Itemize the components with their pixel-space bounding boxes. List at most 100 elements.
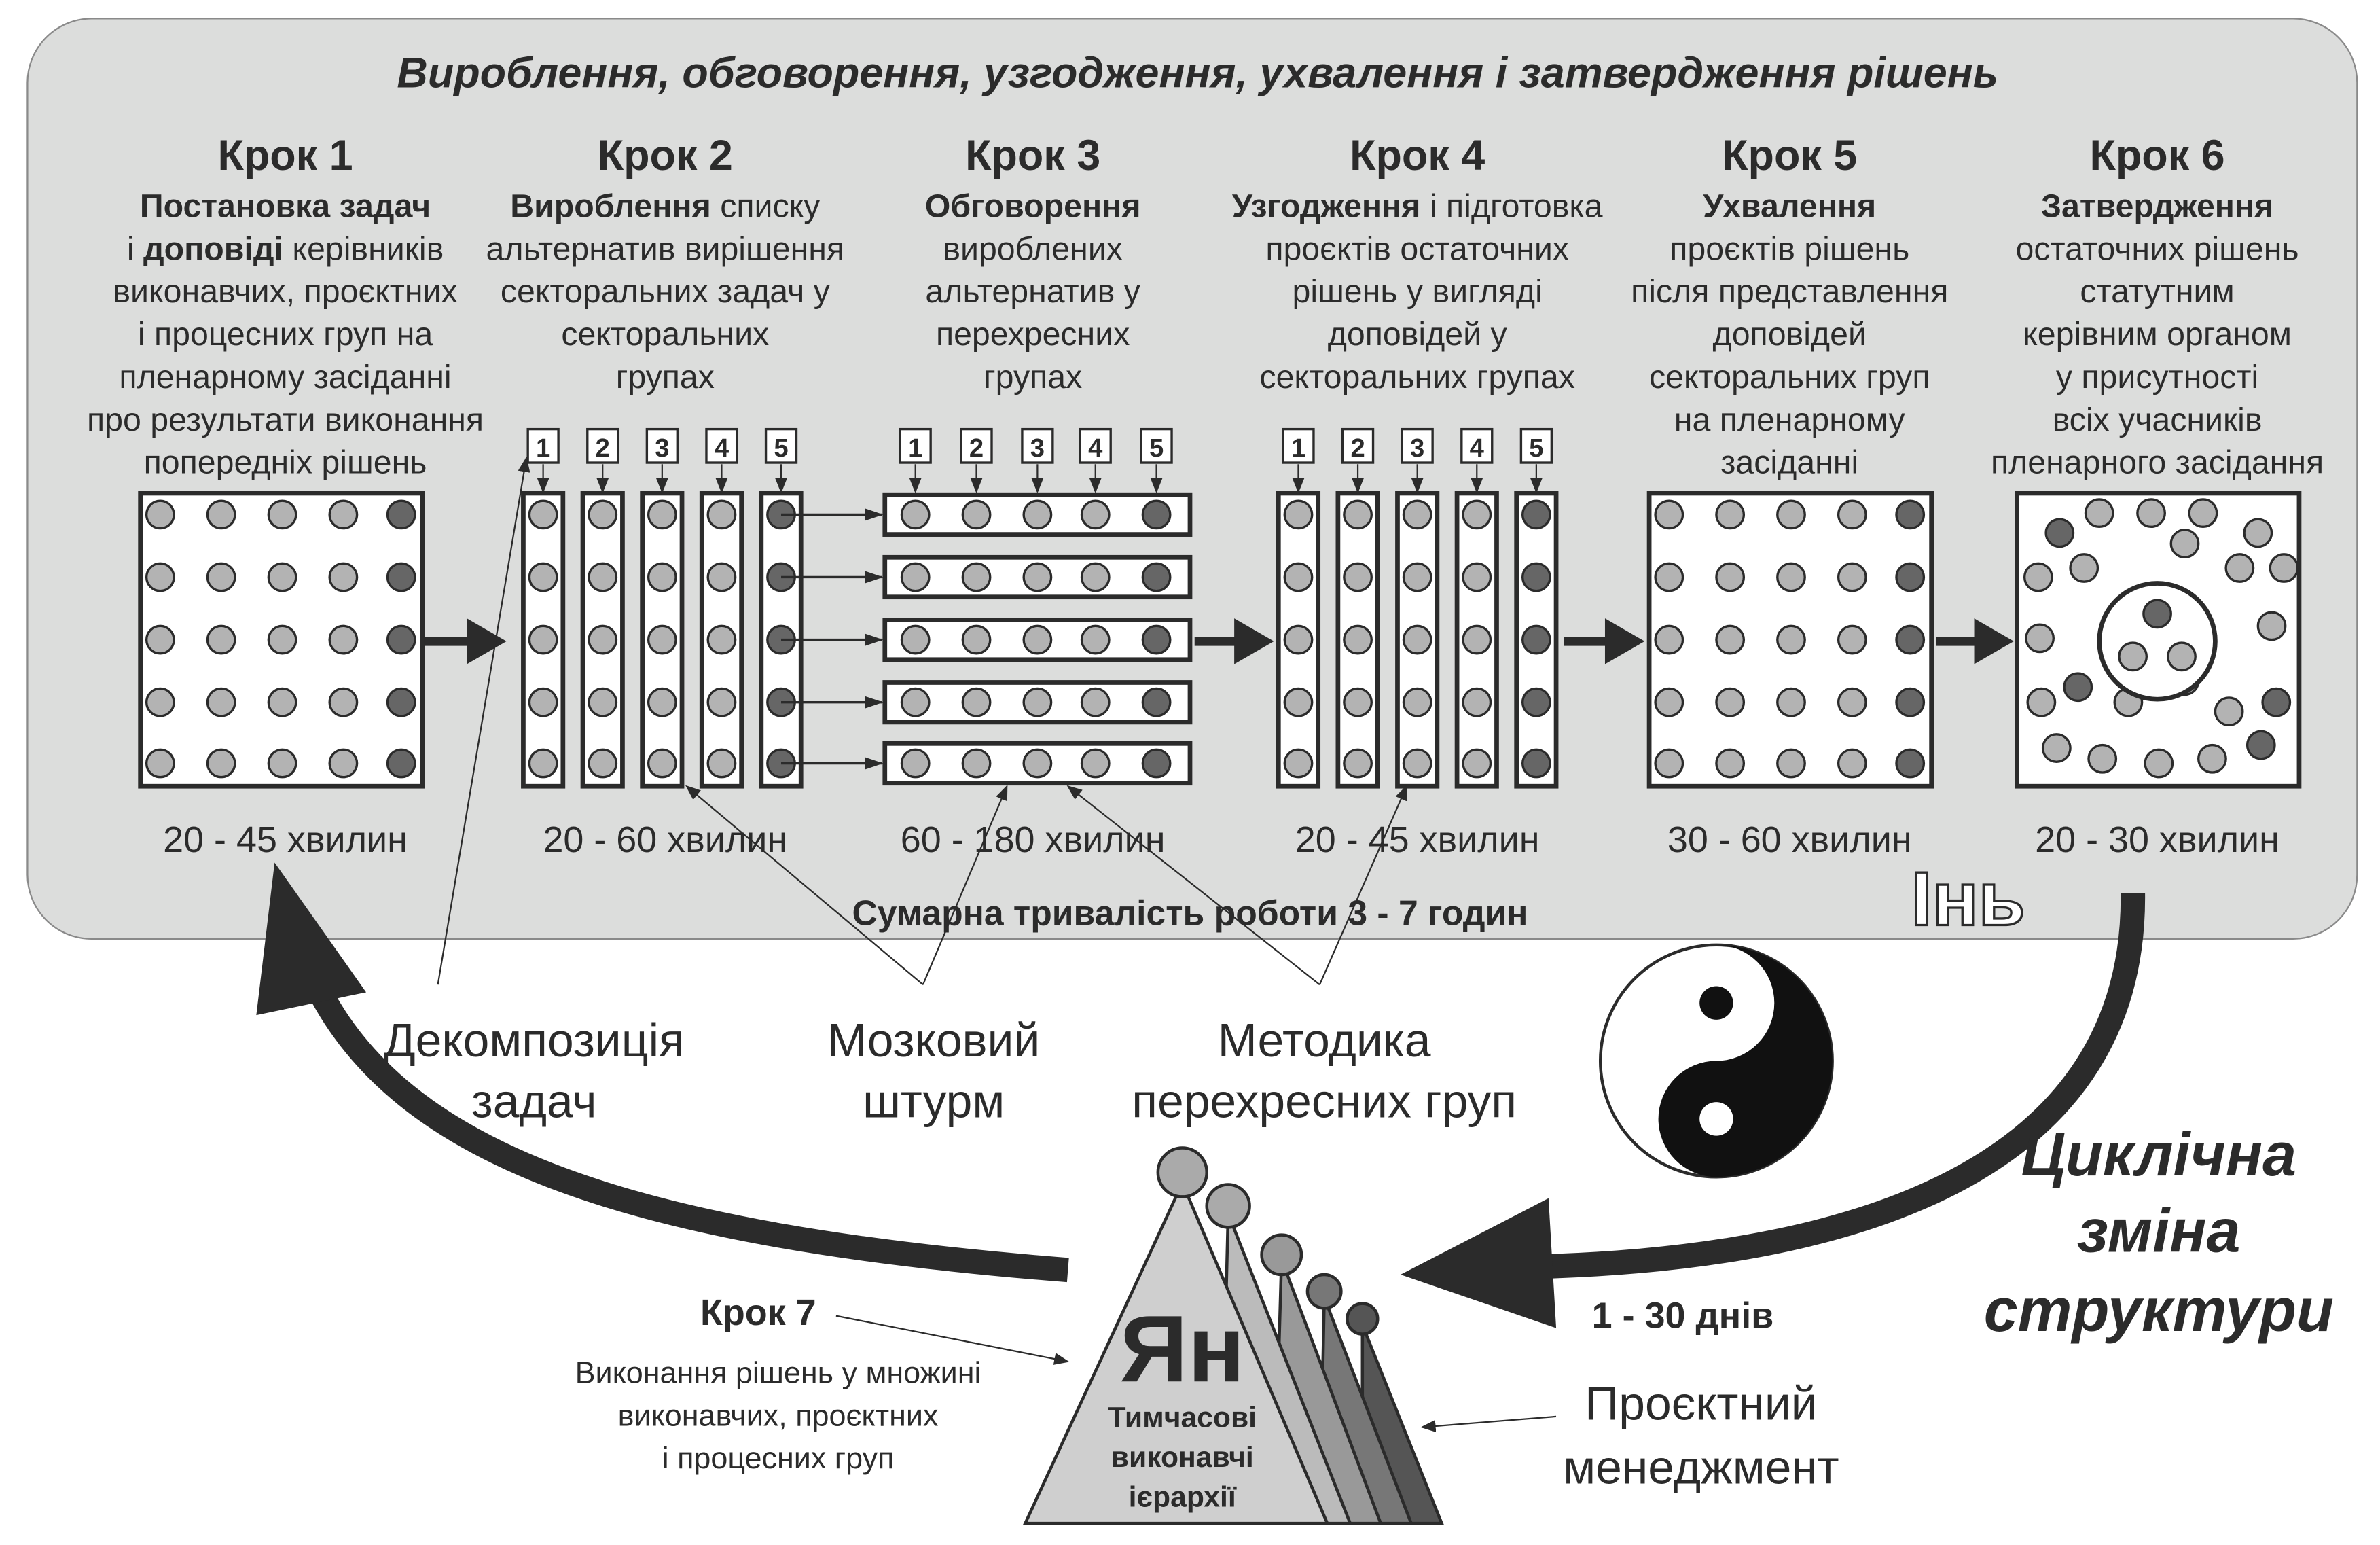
- step-description-line: після представлення: [1631, 273, 1948, 310]
- member-dot: [1715, 624, 1746, 655]
- group-number: 2: [969, 433, 984, 463]
- group-number-tag: [705, 427, 738, 464]
- member-dot: [961, 562, 992, 592]
- text: статутним: [2080, 273, 2234, 310]
- leader-member-dot: [2142, 599, 2172, 629]
- member-dot: [1654, 748, 1684, 779]
- member-dot: [2084, 498, 2114, 529]
- member-dot: [706, 748, 737, 779]
- step-description-line: на пленарному: [1674, 402, 1906, 438]
- step-description-line: проєктів рішень: [1670, 230, 1909, 267]
- group-number: 1: [536, 433, 550, 463]
- group-number-tag: [1282, 427, 1315, 464]
- leader-member-dot: [386, 687, 416, 717]
- member-dot: [588, 687, 618, 717]
- step-description-line: статутним: [2080, 273, 2234, 310]
- bold-term: Затвердження: [2041, 188, 2274, 224]
- member-dot: [528, 748, 558, 779]
- group-number-tag: [764, 427, 798, 464]
- member-dot: [706, 687, 737, 717]
- member-dot: [1022, 748, 1053, 779]
- group-number-tag: [645, 427, 679, 464]
- member-dot: [267, 624, 298, 655]
- group-number: 1: [908, 433, 922, 463]
- group-number-tag: [586, 427, 619, 464]
- step-description-line: секторальних: [561, 316, 769, 353]
- text: альтернатив вирішення: [486, 230, 845, 267]
- step-description-line: Обговорення: [925, 188, 1141, 224]
- member-dot: [145, 499, 175, 530]
- group-number-tag: [960, 427, 993, 464]
- member-dot: [1654, 562, 1684, 592]
- member-dot: [2243, 518, 2273, 548]
- leader-member-dot: [386, 562, 416, 592]
- member-dot: [206, 624, 236, 655]
- member-dot: [1022, 499, 1053, 530]
- leader-member-dot: [1141, 748, 1172, 779]
- leader-member-dot: [1895, 624, 1926, 655]
- member-dot: [206, 748, 236, 779]
- leader-member-dot: [1521, 499, 1551, 530]
- member-dot: [1343, 562, 1373, 592]
- member-dot: [267, 499, 298, 530]
- step-description-line: Вироблення списку: [510, 188, 821, 224]
- member-dot: [1022, 687, 1053, 717]
- member-dot: [1402, 687, 1432, 717]
- step-duration: 20 - 45 хвилин: [163, 819, 408, 860]
- pointer-lines: [437, 457, 1557, 1432]
- step-description-line: доповідей у: [1328, 316, 1508, 353]
- member-dot: [2256, 611, 2287, 641]
- leader-member-dot: [2063, 672, 2093, 703]
- text: виконавчих, проєктних: [113, 273, 457, 310]
- step-title: Крок 1: [217, 132, 353, 179]
- member-dot: [1080, 687, 1111, 717]
- member-dot: [706, 562, 737, 592]
- step-description-line: Ухвалення: [1703, 188, 1876, 224]
- member-dot: [2025, 623, 2055, 654]
- member-dot: [328, 748, 359, 779]
- member-dot: [328, 687, 359, 717]
- member-dot: [961, 624, 992, 655]
- step-description-line: виконавчих, проєктних: [113, 273, 457, 310]
- leader-member-dot: [1895, 499, 1926, 530]
- member-dot: [1343, 687, 1373, 717]
- member-dot: [647, 499, 677, 530]
- text: секторальних задач у: [501, 273, 831, 310]
- member-dot: [900, 748, 931, 779]
- text: всіх учасників: [2053, 402, 2262, 438]
- cycle-arrow-right: [1525, 893, 2146, 1279]
- member-dot: [1837, 687, 1867, 717]
- yang-label: Ян: [1120, 1296, 1245, 1402]
- step-description-line: Постановка задач: [140, 188, 431, 224]
- step-description-line: пленарного засідання: [1991, 444, 2324, 481]
- step-title: Крок 4: [1350, 132, 1485, 179]
- bold-term: Вироблення: [510, 188, 711, 224]
- member-dot: [1715, 499, 1746, 530]
- member-dot: [2167, 641, 2197, 672]
- group-number-tag: [1079, 427, 1112, 464]
- member-dot: [1654, 499, 1684, 530]
- text: перехресних: [936, 316, 1130, 353]
- cycle-arrow-left-head: [256, 862, 367, 1016]
- cycle-arrow-left: [302, 972, 1069, 1283]
- total-duration: Сумарна тривалість роботи 3 - 7 годин: [852, 893, 1528, 933]
- text: у присутності: [2056, 359, 2258, 395]
- member-dot: [706, 624, 737, 655]
- step-description-line: Узгодження і підготовка: [1232, 188, 1603, 224]
- group-number-tag: [1519, 427, 1553, 464]
- member-dot: [1022, 624, 1053, 655]
- leader-member-dot: [1141, 499, 1172, 530]
- text: і процесних груп на: [138, 316, 433, 353]
- member-dot: [528, 624, 558, 655]
- member-dot: [1402, 499, 1432, 530]
- yin-label: Інь: [1911, 856, 2025, 942]
- member-dot: [900, 624, 931, 655]
- text: списку: [711, 188, 821, 224]
- leader-member-dot: [1141, 624, 1172, 655]
- leader-member-dot: [2261, 687, 2292, 717]
- member-dot: [706, 499, 737, 530]
